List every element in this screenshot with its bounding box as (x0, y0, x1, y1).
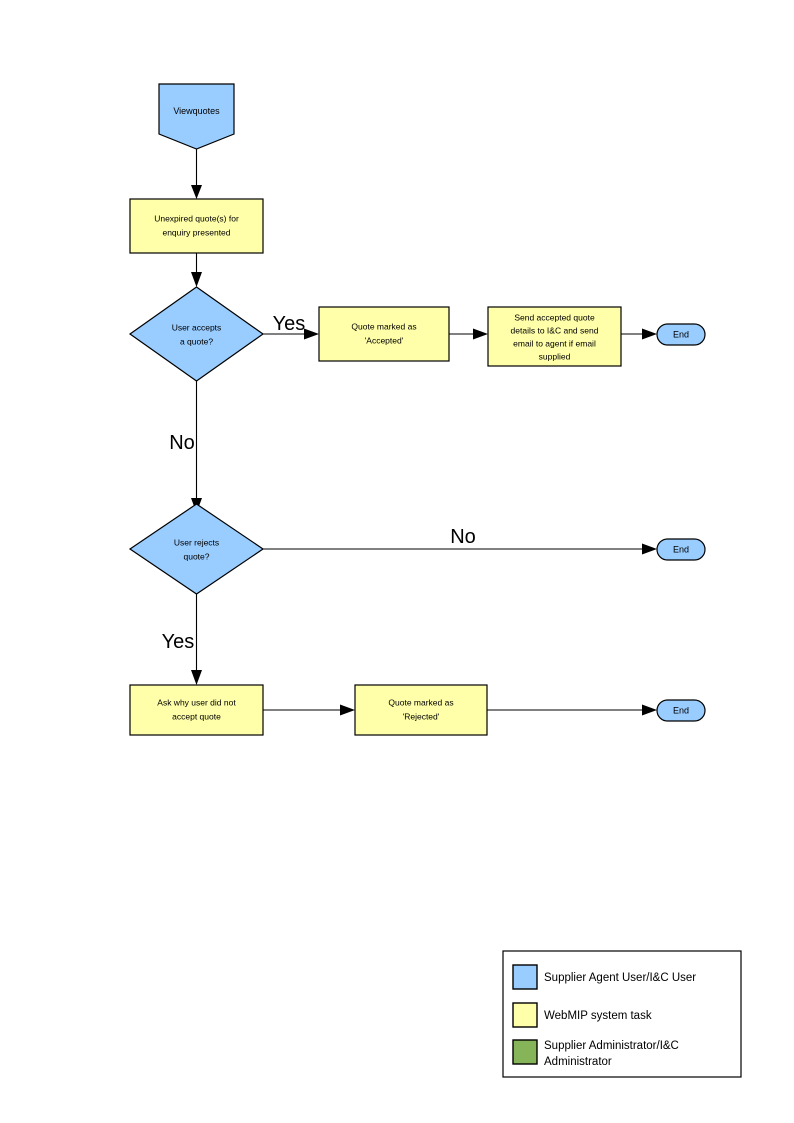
node-end2-label: End (673, 544, 689, 554)
legend-swatch-webmip-system-task (512, 1002, 538, 1028)
edge-unexpired-to-accepts (191, 253, 202, 287)
legend-label-supplier-administrator-line2: Administrator (544, 1056, 612, 1068)
node-quote-marked-accepted[interactable]: Quote marked as 'Accepted' (318, 306, 450, 362)
legend: Supplier Agent User/I&C User WebMIP syst… (502, 950, 742, 1078)
edge-ask-why-to-rejected (263, 704, 355, 716)
legend-label-webmip-system-task: WebMIP system task (544, 1010, 652, 1022)
node-rejects-label-line1: User rejects (174, 537, 219, 547)
edge-label-yes-accept: Yes (273, 313, 306, 335)
edge-rejects-to-ask-why (191, 594, 202, 685)
edge-rejected-to-end3 (487, 704, 657, 716)
edge-label-yes-reject: Yes (162, 631, 195, 653)
node-quote-marked-rejected[interactable]: Quote marked as 'Rejected' (354, 684, 488, 736)
node-unexpired-quotes[interactable]: Unexpired quote(s) for enquiry presented (129, 198, 264, 254)
node-ask-why-label-line1: Ask why user did not (157, 697, 236, 707)
legend-swatch-supplier-agent-user (512, 964, 538, 990)
node-end-rejected[interactable]: End (656, 699, 706, 722)
node-rejected-label-line1: Quote marked as (388, 697, 453, 707)
edge-accepted-to-send-details (449, 328, 488, 340)
node-send-details-label-line1: Send accepted quote (514, 312, 595, 322)
legend-container (502, 950, 742, 1078)
node-start-viewquotes[interactable]: Viewquotes (158, 83, 235, 150)
node-accepted-label-line2: 'Accepted' (365, 335, 404, 345)
node-unexpired-label-line2: enquiry presented (162, 227, 230, 237)
node-send-details-label-line4: supplied (539, 351, 571, 361)
edge-rejects-to-end2 (263, 543, 657, 555)
node-unexpired-label-line1: Unexpired quote(s) for (154, 213, 239, 223)
node-start-label: Viewquotes (173, 106, 220, 116)
node-end3-label: End (673, 705, 689, 715)
node-send-accepted-quote-details[interactable]: Send accepted quote details to I&C and s… (487, 306, 622, 367)
edge-start-to-unexpired (191, 148, 202, 199)
node-end1-label: End (673, 329, 689, 339)
node-accepts-label-line1: User accepts (172, 322, 222, 332)
node-ask-why-label-line2: accept quote (172, 711, 221, 721)
node-accepted-label-line1: Quote marked as (351, 321, 416, 331)
node-end-accepted[interactable]: End (656, 323, 706, 346)
legend-label-supplier-administrator-line1: Supplier Administrator/I&C (544, 1040, 679, 1052)
legend-swatch-supplier-administrator (512, 1039, 538, 1065)
node-decision-user-accepts[interactable]: User accepts a quote? (128, 286, 265, 382)
node-end-no-reject[interactable]: End (656, 538, 706, 561)
node-send-details-label-line2: details to I&C and send (511, 325, 599, 335)
node-rejects-label-line2: quote? (184, 551, 210, 561)
edge-label-no-accept: No (169, 432, 195, 454)
node-ask-why-not-accepted[interactable]: Ask why user did not accept quote (129, 684, 264, 736)
node-send-details-label-line3: email to agent if email (513, 338, 596, 348)
edge-accepts-to-accepted (263, 328, 319, 340)
edge-send-details-to-end1 (621, 328, 657, 340)
node-accepts-label-line2: a quote? (180, 336, 213, 346)
legend-label-supplier-agent-user: Supplier Agent User/I&C User (544, 972, 696, 984)
node-rejected-label-line2: 'Rejected' (403, 711, 440, 721)
node-decision-user-rejects[interactable]: User rejects quote? (128, 503, 265, 595)
edge-label-no-reject: No (450, 526, 476, 548)
